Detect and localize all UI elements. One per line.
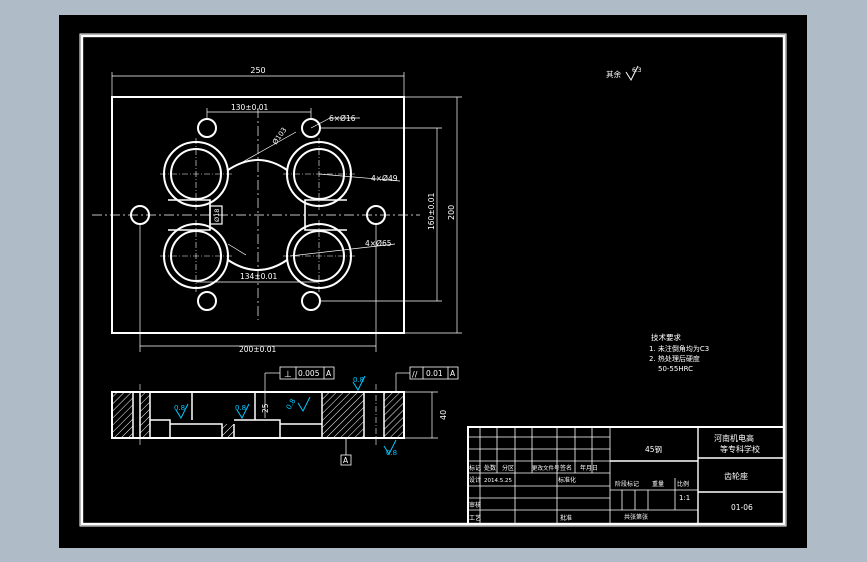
material-label: 45钢 (645, 444, 662, 454)
row-label-count: 处数 (484, 464, 496, 472)
dim-depth: 25 (261, 403, 270, 413)
design-label: 设计 (469, 476, 481, 484)
right-slot (304, 199, 347, 231)
design-date: 2014.5.25 (484, 478, 512, 484)
perpendicular-datum: A (326, 369, 332, 378)
tech-notes-title: 技术要求 (651, 332, 681, 342)
roughness-symbol-3 (297, 396, 311, 413)
perpendicular-value: 0.005 (298, 369, 320, 378)
hatch-slot (222, 424, 234, 437)
roughness-symbol-1 (175, 403, 189, 420)
section-outline (111, 391, 405, 439)
title-block (467, 426, 785, 525)
scale-value: 1:1 (679, 494, 690, 502)
scale-label: 比例 (677, 480, 689, 488)
roughness-value-5: 0.8 (386, 449, 397, 457)
hatch-left-2 (140, 393, 150, 437)
drawing-border-inner (80, 34, 786, 526)
dim-medium-holes: 4×Ø49 (371, 174, 398, 183)
review-label: 审核 (469, 501, 481, 509)
tech-note-1: 1. 未注倒角均为C3 (649, 344, 709, 353)
hatch-right (384, 393, 403, 437)
dim-bottom-span: 200±0.01 (239, 345, 277, 354)
row-label-mark: 标记 (469, 464, 481, 472)
roughness-symbol-4 (352, 375, 366, 392)
row-label-zone: 分区 (502, 464, 514, 472)
viewport-background (59, 15, 807, 548)
standardize-label: 标准化 (558, 476, 576, 484)
datum-box (340, 454, 352, 466)
bottom-connecting-contour (227, 259, 288, 271)
row-label-change-doc: 更改文件号 (532, 464, 560, 472)
drawing-border-outer (79, 33, 787, 527)
small-hole-left (130, 205, 150, 225)
dim-slot-width: Ø18 (213, 209, 221, 222)
roughness-symbol-default (625, 65, 639, 82)
roughness-value-2: 0.8 (235, 404, 246, 412)
slot-keyway (209, 205, 223, 225)
row-label-date: 年月日 (580, 464, 598, 472)
dim-large-holes: 4×Ø65 (365, 239, 392, 248)
sheet-label: 共张第张 (624, 513, 648, 521)
perpendicular-symbol: ⊥ (284, 370, 292, 380)
parallel-datum: A (450, 369, 456, 378)
top-connecting-contour (227, 159, 288, 171)
hatch-middle (322, 393, 364, 437)
parallel-symbol: // (412, 370, 418, 379)
dim-hole-spacing-bottom: 134±0.01 (240, 272, 278, 281)
dim-small-holes: 6×Ø16 (329, 114, 356, 123)
row-label-sign: 签名 (560, 464, 572, 472)
school-name-line2: 等专科学校 (720, 444, 760, 454)
weight-label: 重量 (652, 480, 664, 488)
datum-label: A (343, 456, 349, 465)
dim-thickness: 40 (439, 410, 448, 420)
dim-hole-spacing-top: 130±0.01 (231, 103, 269, 112)
stage-label: 阶段标记 (615, 480, 639, 488)
part-name: 齿轮座 (724, 471, 748, 481)
tech-note-2: 2. 热处理后硬度 (649, 354, 700, 363)
parallel-value: 0.01 (426, 369, 443, 378)
small-hole-bottom-left (197, 291, 217, 311)
process-label: 工艺 (469, 514, 481, 522)
drawing-number: 01-06 (731, 503, 753, 512)
tech-note-3: 50-55HRC (658, 365, 693, 373)
roughness-symbol-2 (236, 403, 250, 420)
roughness-value-4: 0.8 (353, 376, 364, 384)
dim-height-overall: 200 (447, 205, 456, 220)
dim-height-inner: 160±0.01 (427, 192, 436, 230)
school-name: 河南机电高 (714, 433, 754, 443)
roughness-symbol-5 (383, 439, 397, 456)
small-hole-right (366, 205, 386, 225)
remaining-roughness-label: 其余 (606, 69, 621, 79)
dim-overall-width: 250 (250, 66, 265, 75)
hatch-left (113, 393, 133, 437)
roughness-value-1: 0.8 (174, 404, 185, 412)
remaining-roughness-value: 6.3 (632, 67, 642, 74)
approve-label: 批准 (560, 514, 572, 522)
